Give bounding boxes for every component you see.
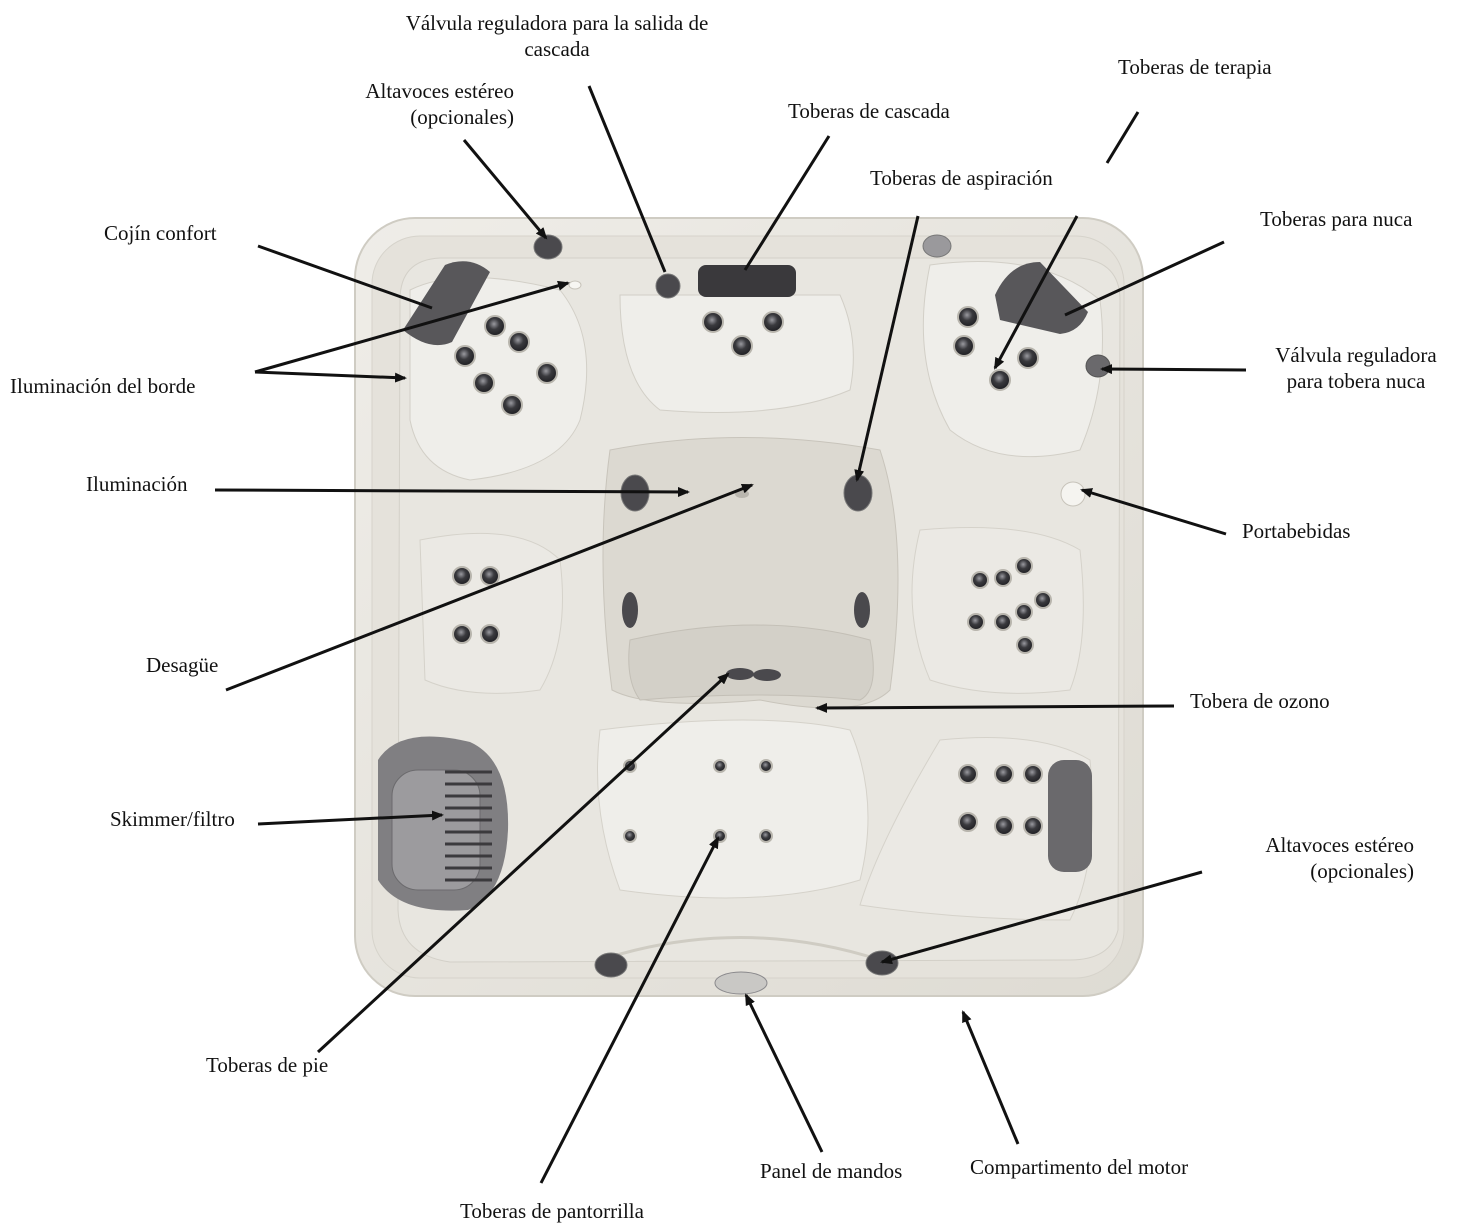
arrow-toberas-terapia [1107,112,1138,163]
label-toberas-pie: Toberas de pie [206,1052,328,1078]
label-toberas-nuca: Toberas para nuca [1260,206,1412,232]
label-toberas-aspiracion: Toberas de aspiración [870,165,1053,191]
label-compartimento-motor: Compartimento del motor [970,1154,1188,1180]
arrow-panel-mandos [746,995,822,1152]
label-valvula-cascada: Válvula reguladora para la salida de cas… [372,10,742,62]
label-tobera-ozono: Tobera de ozono [1190,688,1330,714]
skimmer-filter [378,736,508,910]
label-desague: Desagüe [146,652,218,678]
label-iluminacion: Iluminación [86,471,187,497]
label-altavoces-top: Altavoces estéreo (opcionales) [300,78,514,130]
label-iluminacion-borde: Iluminación del borde [10,373,195,399]
label-toberas-terapia: Toberas de terapia [1118,54,1272,80]
label-cojin-confort: Cojín confort [104,220,217,246]
label-altavoces-bottom: Altavoces estéreo (opcionales) [1206,832,1414,884]
arrow-compartimento-motor [963,1012,1018,1144]
arrow-iluminacion [215,490,688,492]
label-panel-mandos: Panel de mandos [760,1158,902,1184]
label-toberas-pantorrilla: Toberas de pantorrilla [460,1198,644,1224]
label-skimmer: Skimmer/filtro [110,806,235,832]
arrow-tobera-ozono [817,706,1174,708]
label-portabebidas: Portabebidas [1242,518,1350,544]
arrow-valvula-nuca [1102,369,1246,370]
label-valvula-nuca: Válvula reguladora para tobera nuca [1246,342,1466,394]
label-toberas-cascada: Toberas de cascada [788,98,950,124]
tub-interior [398,258,1120,962]
